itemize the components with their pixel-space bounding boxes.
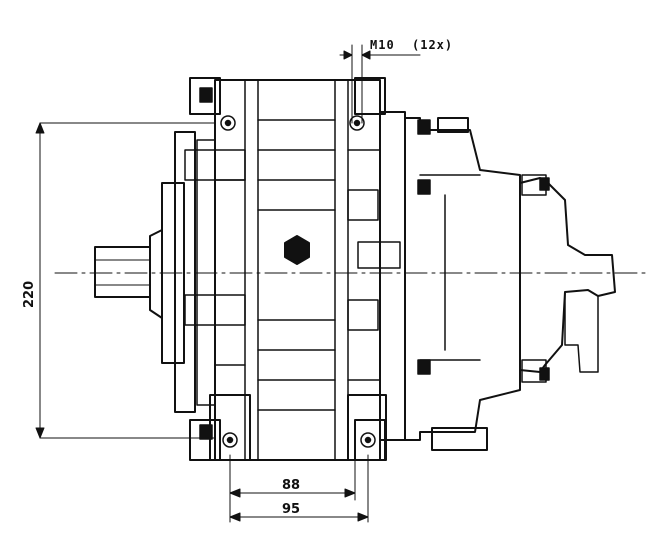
front-end-plate (161, 131, 216, 413)
pump-head (519, 174, 616, 383)
dim-spacing (229, 454, 369, 523)
callout-leader (339, 44, 421, 124)
dim-height-label: 220 (22, 281, 37, 308)
bolts (199, 87, 550, 448)
dim-spacing-outer-label: 95 (282, 502, 300, 517)
cooling-ribs (214, 79, 381, 461)
main-housing (189, 77, 387, 461)
callout-qty-label: (12x) (412, 38, 453, 52)
inner-plates (184, 149, 401, 331)
dim-spacing-inner-label: 88 (282, 478, 300, 493)
hex-plug (284, 235, 310, 265)
shaft-end (94, 229, 163, 319)
rear-cover (379, 111, 521, 451)
dim-height (35, 122, 216, 439)
callout-thread-label: M10 (370, 38, 395, 52)
